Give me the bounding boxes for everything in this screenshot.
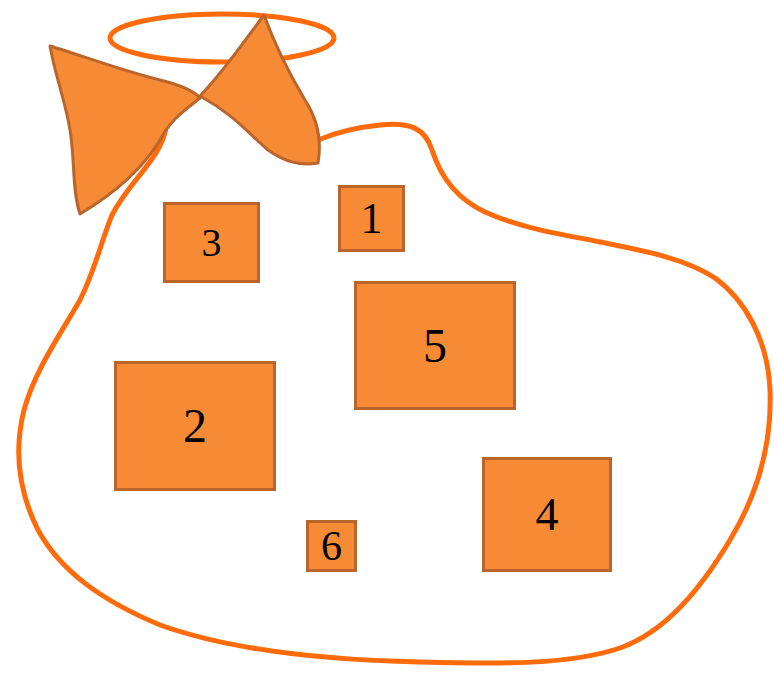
callout-number: 4 [536,492,559,538]
numbered-square: 5 [354,281,516,410]
callout-number: 6 [321,525,342,567]
callout-number: 2 [183,402,207,450]
numbered-square: 2 [114,361,276,491]
callout-number: 3 [202,223,222,263]
bow-right-wing [200,15,319,164]
numbered-square: 1 [338,185,405,252]
callout-number: 5 [423,322,447,370]
numbered-square: 3 [163,202,260,283]
numbered-square: 6 [306,520,357,572]
sack-outline [19,124,770,663]
bow-left-wing [50,46,200,214]
bow-loop [110,14,334,62]
callout-number: 1 [361,197,383,241]
numbered-square: 4 [482,457,612,572]
